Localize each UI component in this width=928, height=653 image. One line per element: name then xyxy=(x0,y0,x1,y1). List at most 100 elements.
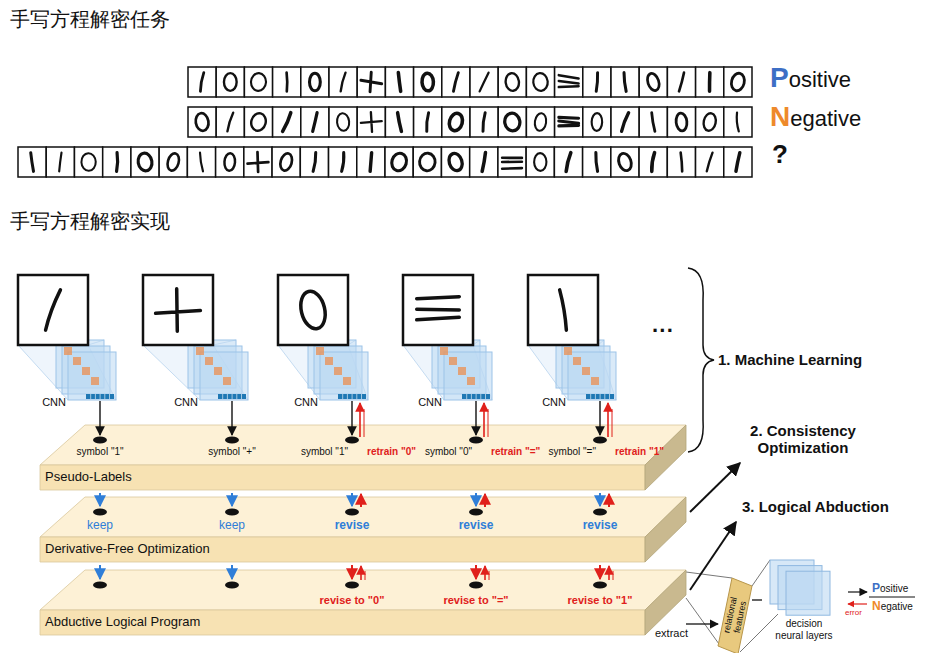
image-cell xyxy=(187,147,215,177)
image-cell xyxy=(273,107,301,137)
image-cell xyxy=(244,67,272,97)
arrow xyxy=(99,565,101,579)
handwritten-symbol xyxy=(46,290,61,330)
image-cell xyxy=(216,107,244,137)
image-cell xyxy=(442,67,470,97)
arrow xyxy=(231,565,233,579)
node-label: Abductive Logical Program xyxy=(45,614,200,629)
image-cell xyxy=(18,147,46,177)
arrow xyxy=(612,409,613,437)
kernel xyxy=(591,377,599,385)
handwritten-symbol xyxy=(730,72,746,92)
handwritten-symbol xyxy=(224,153,236,171)
cnn-stack xyxy=(403,340,492,400)
projection xyxy=(143,345,248,400)
handwritten-symbol xyxy=(737,113,739,132)
node-label: Derivative-Free Optimization xyxy=(45,541,210,556)
image-frame xyxy=(278,275,348,345)
arrow xyxy=(360,566,362,580)
band-side xyxy=(645,425,686,490)
ellipsis: ··· xyxy=(652,318,674,343)
image-cell xyxy=(696,67,724,97)
kernel xyxy=(564,347,572,355)
image-cell xyxy=(441,147,469,177)
feature-map xyxy=(444,352,492,400)
image-cell xyxy=(159,147,187,177)
kernel xyxy=(325,357,333,365)
projection-line xyxy=(686,572,732,578)
row-label: Positive xyxy=(770,62,851,94)
label-dot xyxy=(469,582,483,589)
arrow xyxy=(599,565,601,579)
handwritten-symbol xyxy=(708,73,712,92)
handwritten-symbol xyxy=(447,152,464,173)
projection xyxy=(18,345,116,400)
pseudo-label: symbol "1" xyxy=(301,446,348,458)
cnn-stack xyxy=(18,340,116,400)
handwritten-symbol xyxy=(419,152,436,171)
image-cell xyxy=(357,107,385,137)
image-cell xyxy=(413,147,441,177)
handwritten-symbol xyxy=(81,153,96,171)
handwritten-symbol xyxy=(422,73,434,91)
image-cell xyxy=(498,67,526,97)
kernel xyxy=(64,347,72,355)
handwritten-symbol xyxy=(224,73,237,91)
image-cell xyxy=(639,147,667,177)
arrow xyxy=(351,565,353,579)
handwritten-symbol xyxy=(417,297,460,320)
image-cell xyxy=(301,107,329,137)
abduced-label: revise to "1" xyxy=(568,594,633,607)
vector-cell xyxy=(485,394,486,399)
image-cell xyxy=(414,67,442,97)
output-vector xyxy=(86,394,114,399)
output-arrow xyxy=(848,591,867,592)
image-cell xyxy=(385,67,413,97)
pointer-arrow xyxy=(690,522,736,590)
image-cell xyxy=(244,107,272,137)
label-dot xyxy=(93,509,107,516)
image-frame xyxy=(528,275,598,345)
image-cell xyxy=(272,147,300,177)
vector-cell xyxy=(356,394,357,399)
image-cell xyxy=(216,147,244,177)
image-frame xyxy=(18,275,88,345)
equation-row xyxy=(188,107,752,137)
kernel xyxy=(582,367,590,375)
vector-cell xyxy=(352,394,353,399)
vector-cell xyxy=(347,394,348,399)
output-vector xyxy=(462,394,490,399)
arrow xyxy=(484,566,486,580)
arrow xyxy=(475,565,477,579)
retrain-label: retrain "0" xyxy=(367,446,416,458)
handwritten-symbol xyxy=(534,153,547,171)
cnn-stack xyxy=(528,340,616,400)
kernel xyxy=(82,367,90,375)
image-cell xyxy=(385,107,413,137)
feature-map xyxy=(200,352,248,400)
arrow xyxy=(360,494,362,507)
handwritten-symbol xyxy=(341,73,346,92)
vector-cell xyxy=(595,394,596,399)
arrow xyxy=(99,401,100,435)
row-label: ? xyxy=(772,140,788,170)
image-cell xyxy=(470,67,498,97)
handwritten-symbol xyxy=(297,289,329,331)
curly-brace xyxy=(688,268,714,452)
image-cell xyxy=(470,107,498,137)
pseudo-label: symbol "+" xyxy=(208,446,255,458)
revise-label: revise xyxy=(335,519,370,533)
connector-label: extract xyxy=(655,627,688,640)
handwritten-symbol xyxy=(453,73,458,92)
band-top xyxy=(40,425,686,465)
output-label: Positive xyxy=(872,582,908,596)
label-dot xyxy=(93,582,107,589)
vector-cell xyxy=(604,394,605,399)
image-cell xyxy=(498,107,526,137)
image-frame xyxy=(403,275,473,345)
handwritten-symbol xyxy=(679,73,684,92)
label-dot xyxy=(593,582,607,589)
image-cell xyxy=(385,147,413,177)
node-label: decision neural layers xyxy=(771,618,837,642)
module-name: CNN xyxy=(42,396,66,409)
